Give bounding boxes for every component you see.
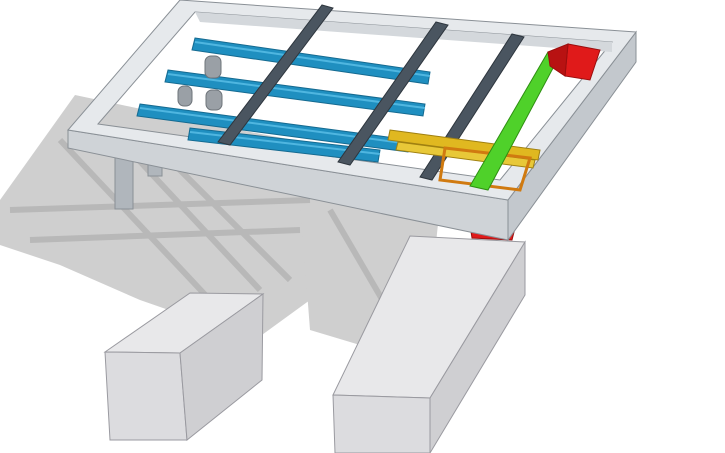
pontoon-left[interactable] [103, 292, 265, 441]
tube-1 [191, 37, 431, 85]
crossbar-1 [217, 4, 334, 146]
crossbar-2 [337, 21, 449, 166]
cylinders [177, 55, 223, 111]
platform-frame[interactable] [67, 0, 637, 242]
pontoon-right[interactable] [332, 235, 526, 453]
red-block-upper[interactable] [547, 43, 601, 81]
